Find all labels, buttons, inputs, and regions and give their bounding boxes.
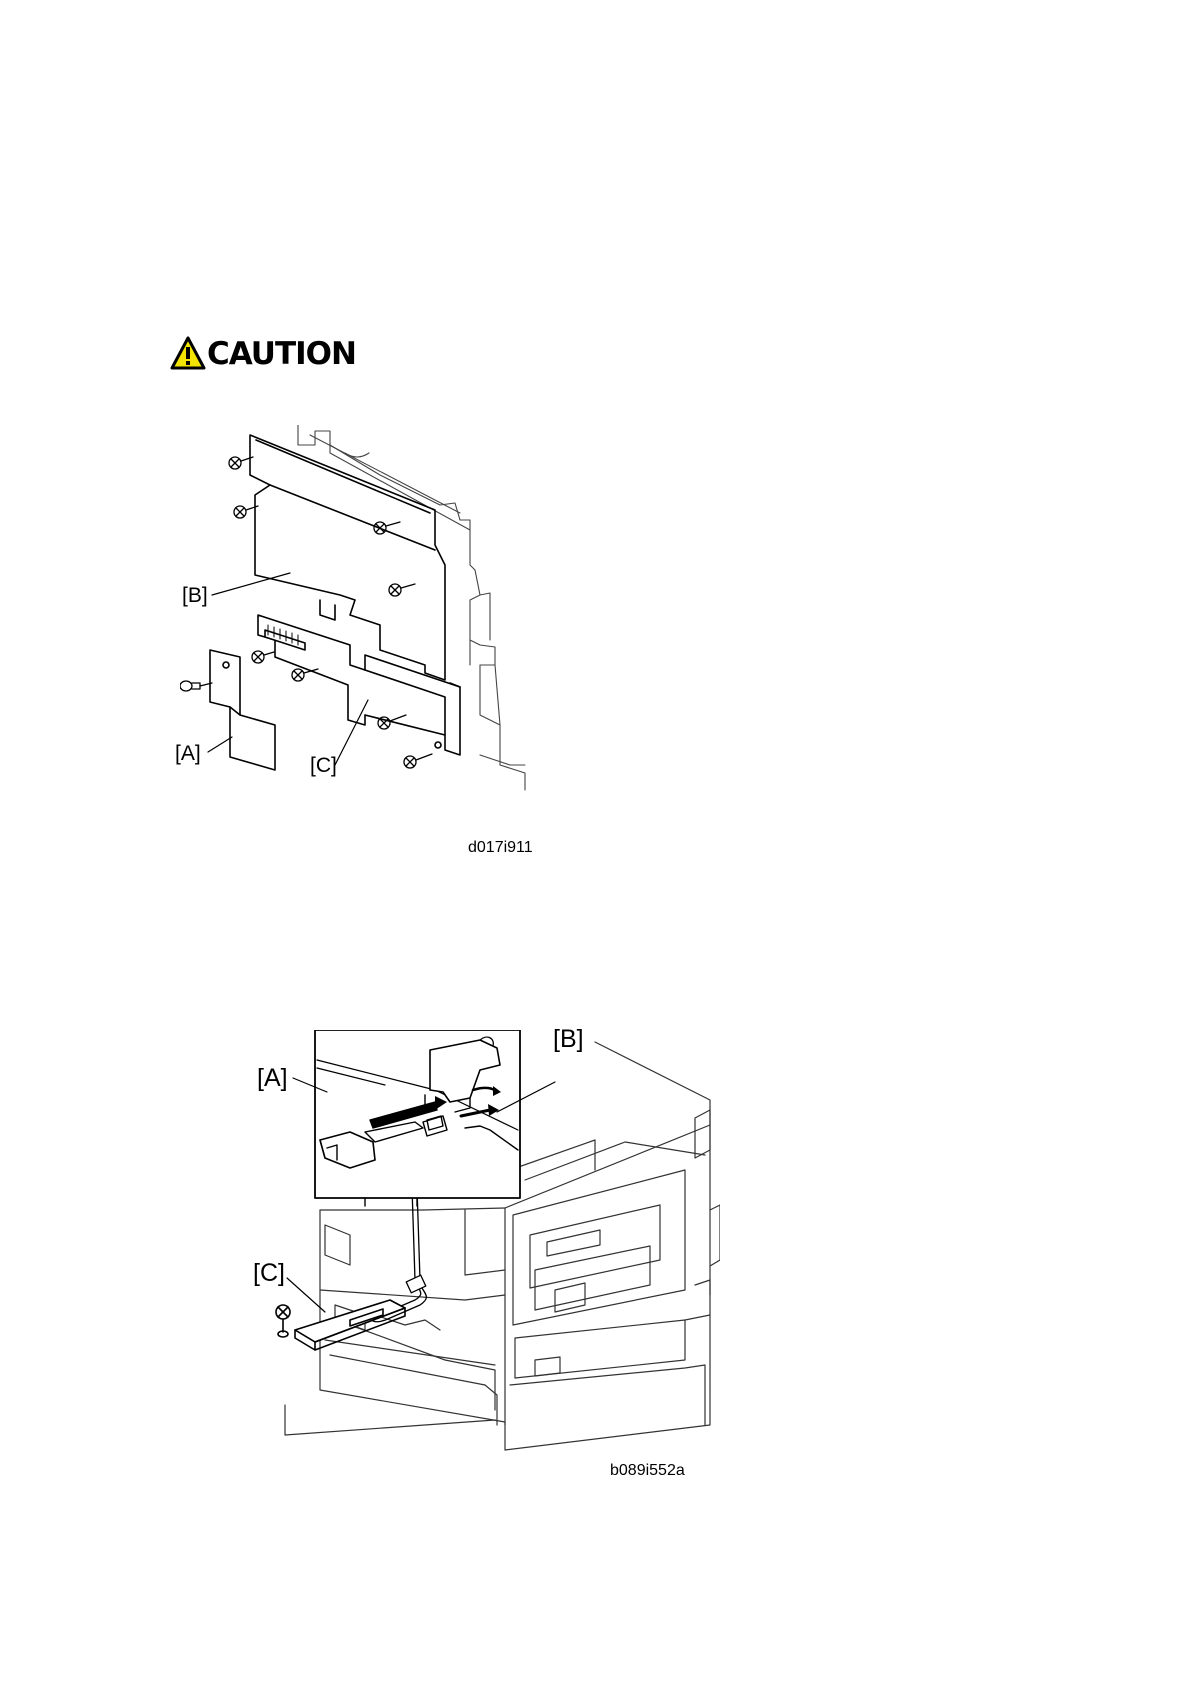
machine-frame — [298, 425, 525, 790]
cover-a — [210, 650, 275, 770]
figure-code: b089i552a — [610, 1462, 685, 1480]
exploded-view-drawing — [180, 425, 550, 865]
installation-drawing — [265, 1030, 720, 1480]
label-c: [C] — [310, 755, 337, 777]
label-b: [B] — [553, 1026, 584, 1052]
bracket-c — [258, 615, 460, 755]
label-a: [A] — [257, 1065, 288, 1091]
screws — [180, 457, 432, 768]
board-b — [250, 435, 445, 680]
label-a: [A] — [175, 743, 201, 765]
figure-code: d017i911 — [468, 839, 533, 857]
label-c: [C] — [253, 1260, 285, 1286]
leader-lines — [208, 573, 368, 765]
figure-b089i552a: [A] [B] [C] b089i552a — [265, 1030, 720, 1480]
caution-heading: CAUTION — [170, 336, 360, 372]
warning-triangle-icon — [170, 336, 206, 370]
inset-detail — [315, 1030, 520, 1206]
label-b: [B] — [182, 585, 208, 607]
caution-text: CAUTION — [207, 336, 356, 372]
figure-d017i911: [B] [A] [C] d017i911 — [180, 425, 550, 865]
